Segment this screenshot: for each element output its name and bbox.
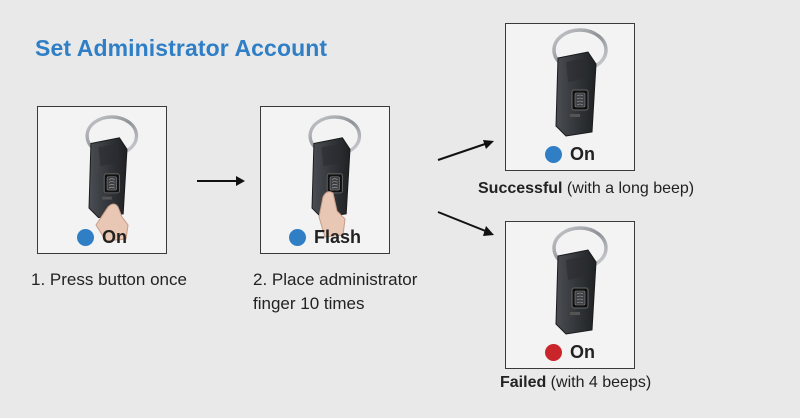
failed-status-label: On [570,342,595,362]
step-2-caption: 2. Place administrator finger 10 times [253,270,418,313]
success-result-text: Successful (with a long beep) [478,180,695,197]
step-2-status-label: Flash [313,227,361,247]
success-panel: On [505,23,635,171]
status-dot-on [545,146,562,163]
finger-icon [318,191,346,238]
arrow-diagonal-icon [437,211,494,236]
finger-icon [95,203,129,242]
step-1-status-label: On [102,227,127,247]
arrow-right-icon [197,176,245,186]
page-title: Set Administrator Account [35,35,328,61]
step-1-panel: On [37,106,167,254]
status-dot-failed [545,344,562,361]
failed-result-text: Failed (with 4 beeps) [500,374,652,391]
fingerprint-padlock-icon [85,115,139,242]
success-status-label: On [570,144,595,164]
status-dot-flash [288,229,306,246]
step-1-caption: 1. Press button once [31,270,187,289]
step-2-panel: Flash [260,106,390,254]
failed-panel: On [505,221,635,369]
fingerprint-padlock-icon [308,115,362,238]
arrow-diagonal-icon [437,140,494,161]
status-dot-on [77,229,94,246]
